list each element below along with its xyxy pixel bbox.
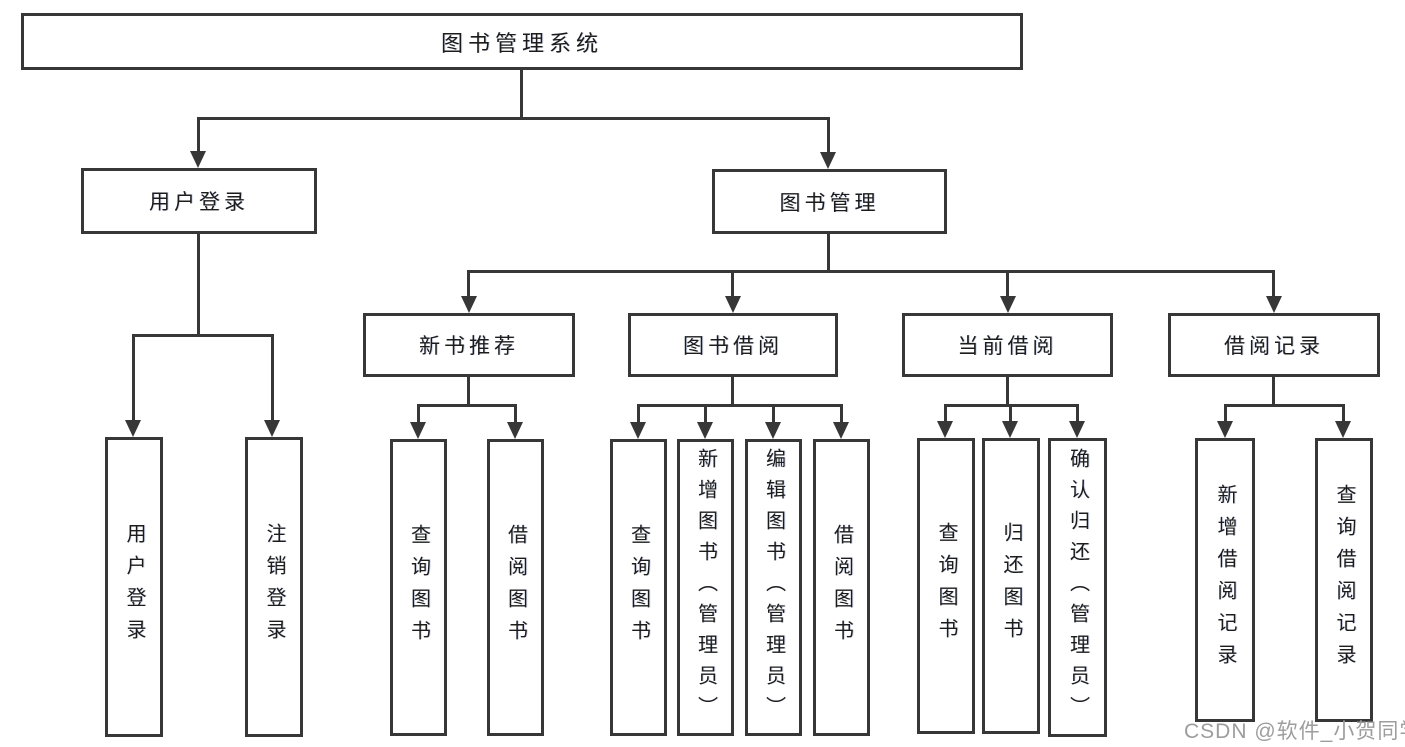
arrowhead bbox=[697, 422, 713, 439]
node-label: 用户登录 bbox=[149, 191, 249, 214]
node-label: 当前借阅 bbox=[957, 335, 1058, 358]
node-label: 借阅图书 bbox=[504, 523, 527, 652]
arrowhead bbox=[1002, 421, 1018, 438]
line bbox=[1224, 404, 1345, 407]
leaf-query-borrow-record: 查询借阅记录 bbox=[1315, 438, 1373, 722]
node-label: 注销登录 bbox=[263, 523, 285, 651]
line bbox=[731, 377, 734, 407]
arrowhead bbox=[1000, 296, 1016, 313]
leaf-add-borrow-record: 新增借阅记录 bbox=[1195, 438, 1255, 722]
leaf-bb-query-books: 查询图书 bbox=[610, 439, 667, 736]
line bbox=[132, 334, 274, 337]
line bbox=[197, 233, 200, 337]
line bbox=[417, 404, 517, 407]
leaf-rec-query-books: 查询图书 bbox=[390, 439, 447, 736]
node-label: 图书管理系统 bbox=[440, 30, 603, 56]
arrowhead bbox=[765, 422, 781, 439]
line bbox=[731, 270, 734, 297]
arrowhead bbox=[1335, 421, 1351, 438]
arrowhead bbox=[507, 422, 523, 439]
line bbox=[637, 404, 843, 407]
line bbox=[1272, 377, 1275, 407]
leaf-cur-query-books: 查询图书 bbox=[917, 438, 975, 734]
line bbox=[704, 404, 707, 423]
arrowhead bbox=[461, 296, 477, 313]
leaf-bb-borrow-books: 借阅图书 bbox=[813, 439, 870, 736]
node-new-book-recommend: 新书推荐 bbox=[363, 313, 575, 377]
arrowhead bbox=[833, 422, 849, 439]
node-label: 图书借阅 bbox=[683, 335, 783, 358]
line bbox=[132, 334, 135, 421]
line bbox=[1272, 270, 1275, 297]
arrowhead bbox=[725, 296, 741, 313]
node-book-management: 图书管理 bbox=[712, 169, 947, 234]
line bbox=[1342, 404, 1345, 422]
line bbox=[417, 404, 420, 423]
leaf-cur-return-books: 归还图书 bbox=[982, 438, 1040, 734]
node-label: 查询图书 bbox=[935, 522, 957, 650]
node-label: 查询借阅记录 bbox=[1333, 484, 1355, 676]
arrowhead bbox=[1266, 296, 1282, 313]
node-label: 新增借阅记录 bbox=[1214, 484, 1236, 676]
arrowhead bbox=[630, 422, 646, 439]
node-label: 编辑图书（管理员） bbox=[762, 448, 785, 727]
arrowhead bbox=[820, 152, 836, 169]
arrowhead bbox=[1217, 421, 1233, 438]
node-user-login: 用户登录 bbox=[81, 168, 317, 234]
line bbox=[840, 404, 843, 423]
node-label: 归还图书 bbox=[1000, 522, 1022, 650]
csdn-watermark: CSDN @软件_小贺同学 bbox=[1184, 720, 1405, 743]
arrowhead bbox=[125, 420, 141, 437]
line bbox=[772, 404, 775, 423]
node-label: 新书推荐 bbox=[419, 335, 519, 358]
arrowhead bbox=[937, 421, 953, 438]
node-book-borrow: 图书借阅 bbox=[628, 313, 838, 377]
line bbox=[467, 270, 470, 297]
node-label: 图书管理 bbox=[779, 191, 880, 215]
leaf-user-login: 用户登录 bbox=[105, 437, 163, 737]
line bbox=[197, 117, 830, 120]
line bbox=[1009, 404, 1012, 422]
leaf-bb-add-books-admin: 新增图书（管理员） bbox=[677, 439, 734, 736]
arrowhead bbox=[264, 420, 280, 437]
node-label: 查询图书 bbox=[627, 523, 650, 652]
node-current-borrow: 当前借阅 bbox=[902, 313, 1113, 377]
leaf-rec-borrow-books: 借阅图书 bbox=[487, 439, 544, 736]
line bbox=[827, 233, 830, 273]
node-label: 新增图书（管理员） bbox=[694, 448, 717, 727]
leaf-cur-confirm-return-admin: 确认归还（管理员） bbox=[1048, 438, 1107, 737]
line bbox=[1006, 270, 1009, 297]
node-label: 用户登录 bbox=[123, 523, 145, 651]
node-borrow-records: 借阅记录 bbox=[1168, 313, 1380, 377]
line bbox=[271, 334, 274, 421]
node-label: 查询图书 bbox=[407, 523, 430, 652]
line bbox=[827, 117, 830, 153]
node-system-root: 图书管理系统 bbox=[21, 13, 1023, 70]
line bbox=[1006, 377, 1009, 407]
leaf-logout: 注销登录 bbox=[245, 437, 303, 737]
line bbox=[467, 270, 1275, 273]
line bbox=[520, 69, 523, 118]
line bbox=[197, 117, 200, 152]
line bbox=[944, 404, 947, 422]
line bbox=[1076, 404, 1079, 422]
line bbox=[514, 404, 517, 423]
line bbox=[637, 404, 640, 423]
arrowhead bbox=[410, 422, 426, 439]
line bbox=[1224, 404, 1227, 422]
node-label: 借阅记录 bbox=[1224, 335, 1324, 358]
leaf-bb-edit-books-admin: 编辑图书（管理员） bbox=[745, 439, 802, 736]
node-label: 确认归还（管理员） bbox=[1066, 448, 1089, 727]
node-label: 借阅图书 bbox=[830, 523, 853, 652]
line bbox=[467, 377, 470, 407]
arrowhead bbox=[190, 151, 206, 168]
arrowhead bbox=[1069, 421, 1085, 438]
